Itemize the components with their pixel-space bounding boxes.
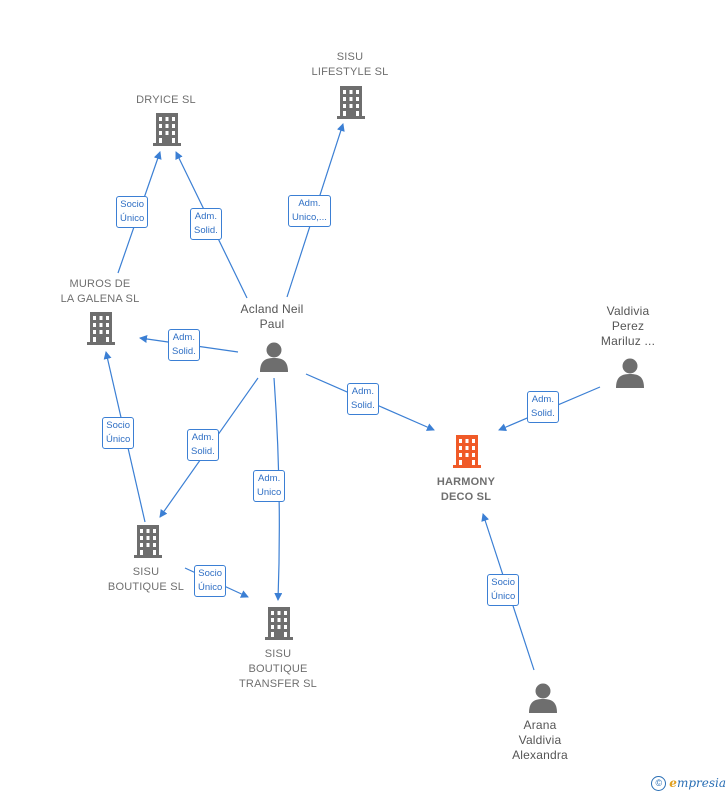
label-line: Perez	[611, 319, 645, 333]
node-label-sisu-lifestyle[interactable]: SISU LIFESTYLE SL	[300, 50, 400, 80]
label-line: Unico,...	[292, 212, 327, 223]
label-line: Adm.	[172, 332, 195, 343]
node-label-dryice[interactable]: DRYICE SL	[116, 93, 216, 108]
label-line: LA GALENA SL	[60, 293, 140, 305]
harmony-building-icon[interactable]	[453, 435, 481, 468]
edge-label-acland-lifestyle[interactable]: Adm. Unico,...	[288, 195, 331, 227]
node-label-muros[interactable]: MUROS DE LA GALENA SL	[45, 277, 155, 307]
label-line: BOUTIQUE	[248, 663, 308, 675]
label-line: Unico	[257, 487, 282, 498]
label-line: SISU	[132, 566, 160, 578]
label-line: Único	[120, 213, 145, 224]
label-line: Único	[106, 434, 131, 445]
label-line: Adm.	[194, 211, 217, 222]
empresia-logo[interactable]: empresia	[669, 776, 726, 790]
label-line: Valdivia	[518, 733, 562, 747]
label-line: Socio	[198, 568, 223, 579]
label-line: Solid.	[194, 225, 218, 236]
label-line: Socio	[491, 577, 516, 588]
edge-label-valdivia-harmony[interactable]: Adm. Solid.	[527, 391, 559, 423]
label-line: SISU	[264, 648, 292, 660]
edge-label-acland-harmony[interactable]: Adm. Solid.	[347, 383, 379, 415]
label-line: Mariluz ...	[600, 334, 656, 348]
label-line: Solid.	[531, 408, 555, 419]
sisu-transfer-building-icon[interactable]	[265, 607, 293, 640]
acland-person-icon[interactable]	[260, 342, 288, 373]
label-line: Acland Neil	[240, 302, 304, 316]
edge-label-acland-muros[interactable]: Adm. Solid.	[168, 329, 200, 361]
copyright-icon: ©	[651, 776, 667, 791]
label-line: Socio	[106, 420, 131, 431]
label-line: TRANSFER SL	[239, 678, 317, 690]
footer-credit: ©empresia	[651, 776, 726, 791]
node-label-sisu-boutique[interactable]: SISU BOUTIQUE SL	[96, 565, 196, 595]
edge-label-acland-boutique[interactable]: Adm. Solid.	[187, 429, 219, 461]
muros-building-icon[interactable]	[87, 312, 115, 345]
sisu-lifestyle-building-icon[interactable]	[337, 86, 365, 119]
node-label-harmony[interactable]: HARMONY DECO SL	[416, 475, 516, 505]
edge-label-acland-dryice[interactable]: Adm. Solid.	[190, 208, 222, 240]
empresia-logo-initial: e	[669, 775, 677, 790]
label-line: Único	[491, 591, 516, 602]
label-line: Solid.	[351, 400, 375, 411]
label-line: Solid.	[191, 446, 215, 457]
label-line: Solid.	[172, 346, 196, 357]
arana-person-icon[interactable]	[529, 683, 557, 714]
sisu-boutique-building-icon[interactable]	[134, 525, 162, 558]
label-line: Socio	[120, 199, 145, 210]
label-line: DECO SL	[440, 491, 492, 503]
label-line: BOUTIQUE SL	[107, 581, 185, 593]
label-line: MUROS DE	[69, 278, 131, 290]
node-label-sisu-transfer[interactable]: SISU BOUTIQUE TRANSFER SL	[223, 647, 333, 692]
label-line: Único	[198, 582, 223, 593]
label-line: Adm.	[191, 432, 214, 443]
label-line: HARMONY	[436, 476, 496, 488]
dryice-building-icon[interactable]	[153, 113, 181, 146]
label-line: Alexandra	[512, 748, 568, 762]
label-line: Adm.	[531, 394, 554, 405]
label-line: Adm.	[298, 198, 321, 209]
label-line: Adm.	[258, 473, 281, 484]
label-line: SISU	[336, 51, 364, 63]
label-line: LIFESTYLE SL	[311, 66, 389, 78]
valdivia-person-icon[interactable]	[616, 358, 644, 389]
empresia-logo-text: mpresia	[676, 775, 726, 790]
label-line: Adm.	[351, 386, 374, 397]
label-line: Valdivia	[606, 304, 650, 318]
label-line: Arana	[523, 718, 557, 732]
edge-label-acland-transfer[interactable]: Adm. Unico	[253, 470, 286, 502]
label-line: DRYICE SL	[136, 94, 196, 106]
label-line: Paul	[259, 317, 285, 331]
